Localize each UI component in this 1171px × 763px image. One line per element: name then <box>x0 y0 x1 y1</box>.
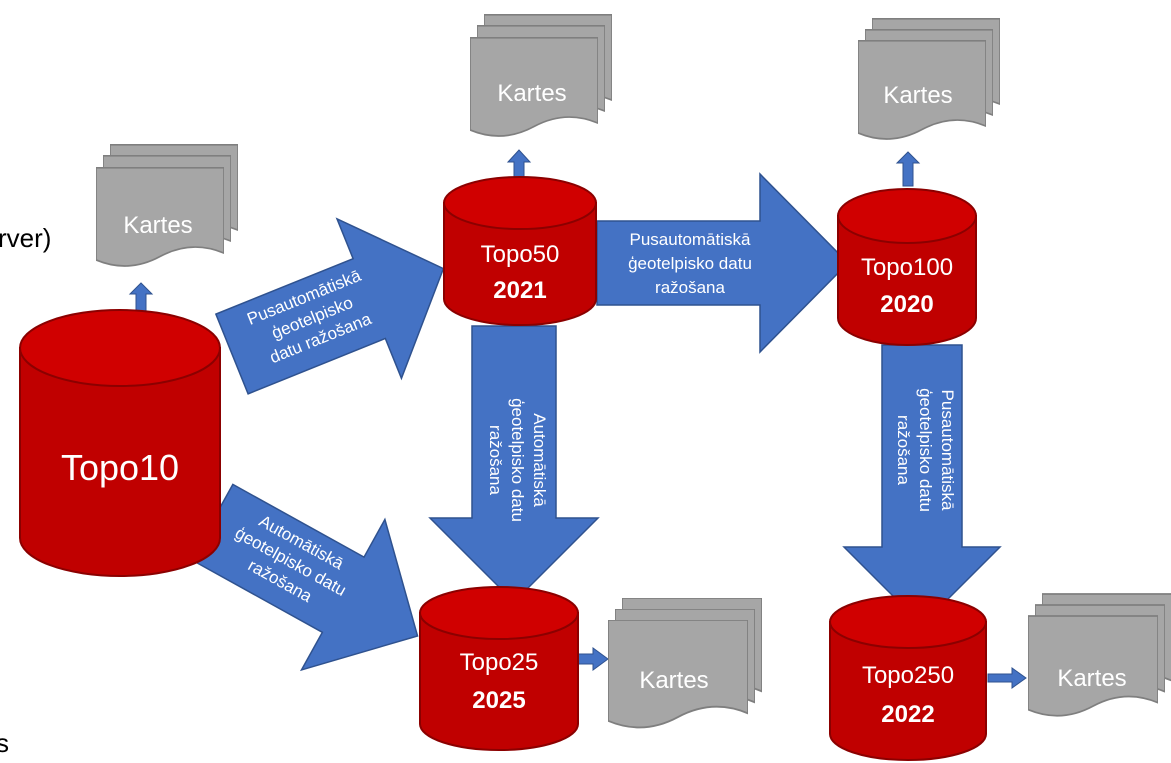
arrow-topo50-to-topo25: Automātiskā ģeotelpisko datu ražošana <box>428 325 600 604</box>
maps-label: Kartes <box>639 667 708 694</box>
arrow-label-line: ģeotelpisko datu <box>508 398 527 522</box>
arrow-label-line: ražošana <box>655 278 725 297</box>
arrow-label-line: ģeotelpisko datu <box>628 254 752 273</box>
maps-label: Kartes <box>497 80 566 107</box>
arrow-label-line: Pusautomātiskā <box>938 390 957 511</box>
database-year: 2020 <box>880 291 933 318</box>
database-topo250: Topo250 2022 <box>829 595 987 761</box>
maps-stack-topo250: Kartes <box>1028 593 1171 717</box>
database-topo100: Topo100 2020 <box>837 188 977 346</box>
arrow-topo50-to-topo100: Pusautomātiskā ģeotelpisko datu ražošana <box>596 172 850 354</box>
maps-stack-topo50: Kartes <box>470 13 612 137</box>
database-name: Topo25 <box>460 649 539 676</box>
database-name: Topo250 <box>862 662 954 689</box>
cut-off-text-bottom: s <box>0 728 9 758</box>
database-name: Topo100 <box>861 254 953 281</box>
arrow-label-line: ģeotelpisko datu <box>916 388 935 512</box>
arrow-label-line: Pusautomātiskā <box>630 230 751 249</box>
arrow-label-line: ražošana <box>894 415 913 485</box>
database-year: 2022 <box>881 701 934 728</box>
maps-stack-topo25: Kartes <box>608 598 762 729</box>
database-year: 2025 <box>472 687 525 714</box>
arrow-topo10-to-topo50: Pusautomātiskā ģeotelpisko datu ražošana <box>214 217 445 395</box>
database-topo50: Topo50 2021 <box>443 176 597 326</box>
database-year: 2021 <box>493 277 546 304</box>
arrow-topo10-to-topo25: Automātiskā ģeotelpisko datu ražošana <box>190 483 419 672</box>
database-name: Topo50 <box>481 241 560 268</box>
database-topo25: Topo25 2025 <box>419 586 579 751</box>
arrow-label-line: Automātiskā <box>530 413 549 507</box>
cut-off-text-paren: rver) <box>0 223 51 253</box>
maps-label: Kartes <box>123 212 192 239</box>
connector-topo100-to-kartes <box>895 151 921 187</box>
maps-label: Kartes <box>883 82 952 109</box>
database-topo10: Topo10 <box>19 309 221 577</box>
database-name: Topo10 <box>61 447 179 488</box>
maps-stack-topo100: Kartes <box>858 17 1000 140</box>
maps-stack-topo10: Kartes <box>96 143 238 267</box>
maps-label: Kartes <box>1057 665 1126 692</box>
arrow-label-line: ražošana <box>486 425 505 495</box>
arrow-topo100-to-topo250: Pusautomātiskā ģeotelpisko datu ražošana <box>842 344 1002 627</box>
connector-topo250-to-kartes <box>987 667 1027 689</box>
